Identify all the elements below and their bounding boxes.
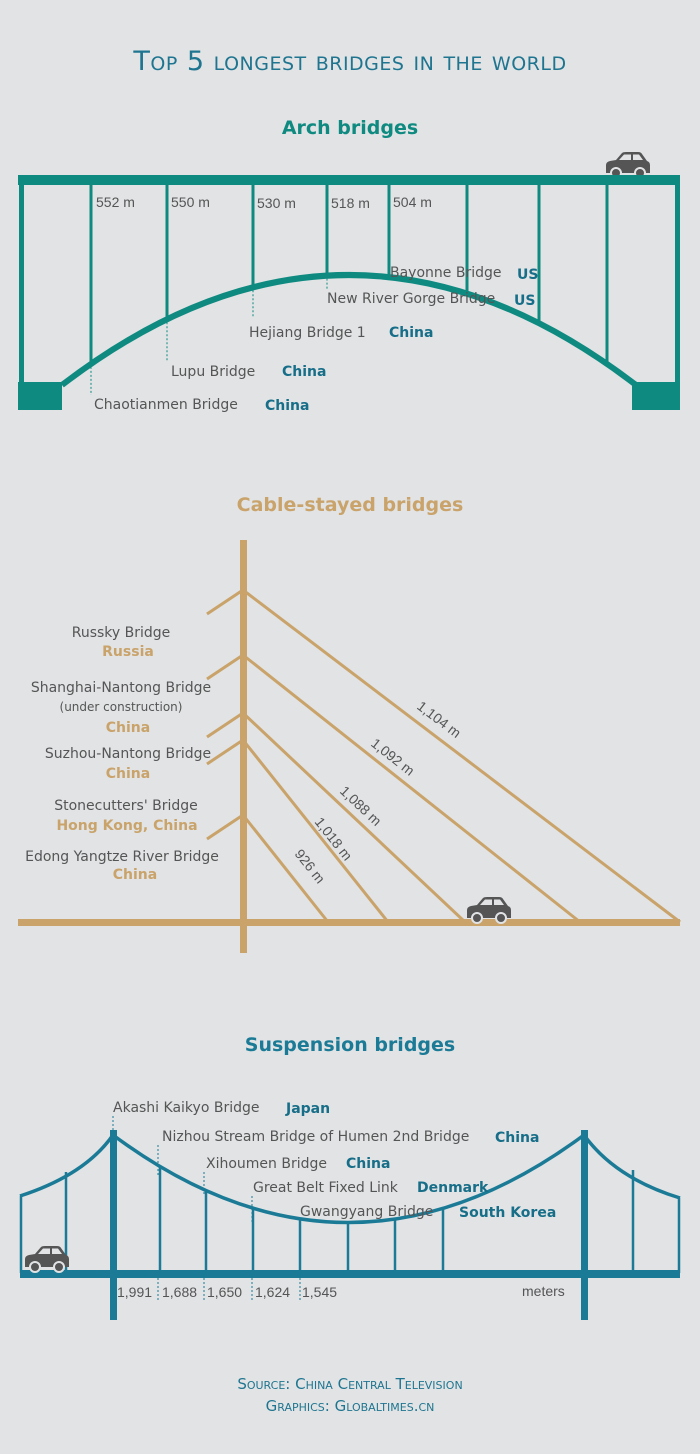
suspension-leaders — [112, 1116, 301, 1300]
main-cable — [111, 1133, 586, 1225]
suspension-bridge-name: Xihoumen Bridge — [206, 1156, 327, 1172]
suspension-heading: Suspension bridges — [245, 1034, 455, 1056]
arch-curve — [60, 272, 638, 388]
arch-bridge-country: China — [389, 325, 433, 341]
back-stay — [206, 653, 244, 681]
cable-bridge-country: China — [106, 720, 150, 736]
cable-bridge-name: Suzhou-Nantong Bridge — [45, 746, 211, 762]
suspension-tower-right — [581, 1130, 588, 1320]
arch-leaders — [90, 263, 390, 395]
suspension-bridge-country: China — [346, 1156, 390, 1172]
arch-bridge-name: New River Gorge Bridge — [327, 291, 495, 307]
suspension-length: 1,688 — [162, 1284, 197, 1300]
arch-left-post — [19, 185, 24, 385]
back-stay — [206, 588, 244, 616]
arch-bridge-name: Chaotianmen Bridge — [94, 397, 238, 413]
graphics-credit: Graphics: Globaltimes.cn — [266, 1397, 435, 1415]
stay-cables — [206, 588, 681, 924]
left-side-cable — [19, 1133, 115, 1198]
cable-bridge-name: Russky Bridge — [72, 625, 171, 641]
arch-right-post — [675, 185, 680, 385]
suspension-length: 1,991 — [117, 1284, 152, 1300]
cable-length: 1,104 m — [414, 698, 464, 741]
cable-deck — [18, 919, 680, 926]
cable-bridge-name: Stonecutters' Bridge — [54, 798, 198, 814]
car-icon — [24, 1245, 70, 1273]
cable-bridge-name: Shanghai-Nantong Bridge — [31, 680, 211, 696]
back-stay — [206, 711, 244, 739]
suspension-bridge-name: Akashi Kaikyo Bridge — [113, 1100, 259, 1116]
cable-bridge-country: China — [113, 867, 157, 883]
suspension-section: Suspension bridges Akashi Kaikyo Bridge … — [19, 1034, 681, 1320]
suspension-bridge-country: Denmark — [417, 1180, 489, 1196]
stay-cable — [241, 814, 330, 923]
arch-bridge-name: Bayonne Bridge — [390, 265, 501, 281]
arch-length: 518 m — [331, 195, 370, 211]
stay-cable — [242, 588, 681, 924]
arch-bridge-name: Hejiang Bridge 1 — [249, 325, 366, 341]
main-cables — [19, 1133, 681, 1225]
arch-bridges-section: Arch bridges 552 m 550 m 530 m 518 m 504… — [18, 117, 680, 414]
back-stay — [206, 813, 244, 841]
suspension-bridge-name: Gwangyang Bridge — [300, 1204, 433, 1220]
arch-right-foot — [632, 382, 680, 410]
cable-bridge-country: Hong Kong, China — [56, 818, 197, 834]
arch-hangers — [89, 185, 609, 364]
arch-length: 530 m — [257, 195, 296, 211]
suspension-length: 1,545 — [302, 1284, 337, 1300]
suspension-tower-left — [110, 1130, 117, 1320]
cable-length: 926 m — [292, 846, 329, 886]
suspension-bridge-name: Great Belt Fixed Link — [253, 1180, 399, 1196]
stay-cable — [242, 653, 581, 924]
arch-bridge-name: Lupu Bridge — [171, 364, 255, 380]
arch-length: 504 m — [393, 194, 432, 210]
right-side-cable — [582, 1133, 681, 1200]
cable-bridge-name: Edong Yangtze River Bridge — [25, 849, 219, 865]
back-stay — [206, 738, 244, 766]
arch-heading: Arch bridges — [282, 117, 418, 139]
source-credit: Source: China Central Television — [237, 1375, 462, 1393]
stay-cable — [241, 739, 390, 923]
suspension-deck — [20, 1270, 680, 1278]
suspension-bridge-country: China — [495, 1130, 539, 1146]
arch-bridge-country: China — [282, 364, 326, 380]
cable-stayed-section: Cable-stayed bridges 1,104 m 1,092 m 1,0… — [18, 494, 681, 953]
stay-cable — [241, 711, 467, 924]
arch-length: 552 m — [96, 194, 135, 210]
arch-bridge-country: US — [514, 293, 535, 309]
cable-heading: Cable-stayed bridges — [237, 494, 464, 516]
unit-label: meters — [522, 1283, 565, 1299]
suspension-length: 1,624 — [255, 1284, 290, 1300]
suspension-length: 1,650 — [207, 1284, 242, 1300]
car-icon — [605, 151, 651, 179]
arch-length: 550 m — [171, 194, 210, 210]
cable-tower — [240, 540, 247, 953]
arch-deck — [18, 175, 680, 185]
cable-bridge-country: China — [106, 766, 150, 782]
suspension-bridge-country: Japan — [285, 1101, 330, 1117]
suspension-bridge-name: Nizhou Stream Bridge of Humen 2nd Bridge — [162, 1129, 469, 1145]
cable-bridge-country: Russia — [102, 644, 154, 660]
suspension-bridge-country: South Korea — [459, 1205, 556, 1221]
arch-bridge-country: China — [265, 398, 309, 414]
arch-left-foot — [18, 382, 62, 410]
arch-bridge-country: US — [517, 267, 538, 283]
cable-bridge-note: (under construction) — [60, 700, 183, 714]
page-title: Top 5 longest bridges in the world — [132, 46, 566, 77]
